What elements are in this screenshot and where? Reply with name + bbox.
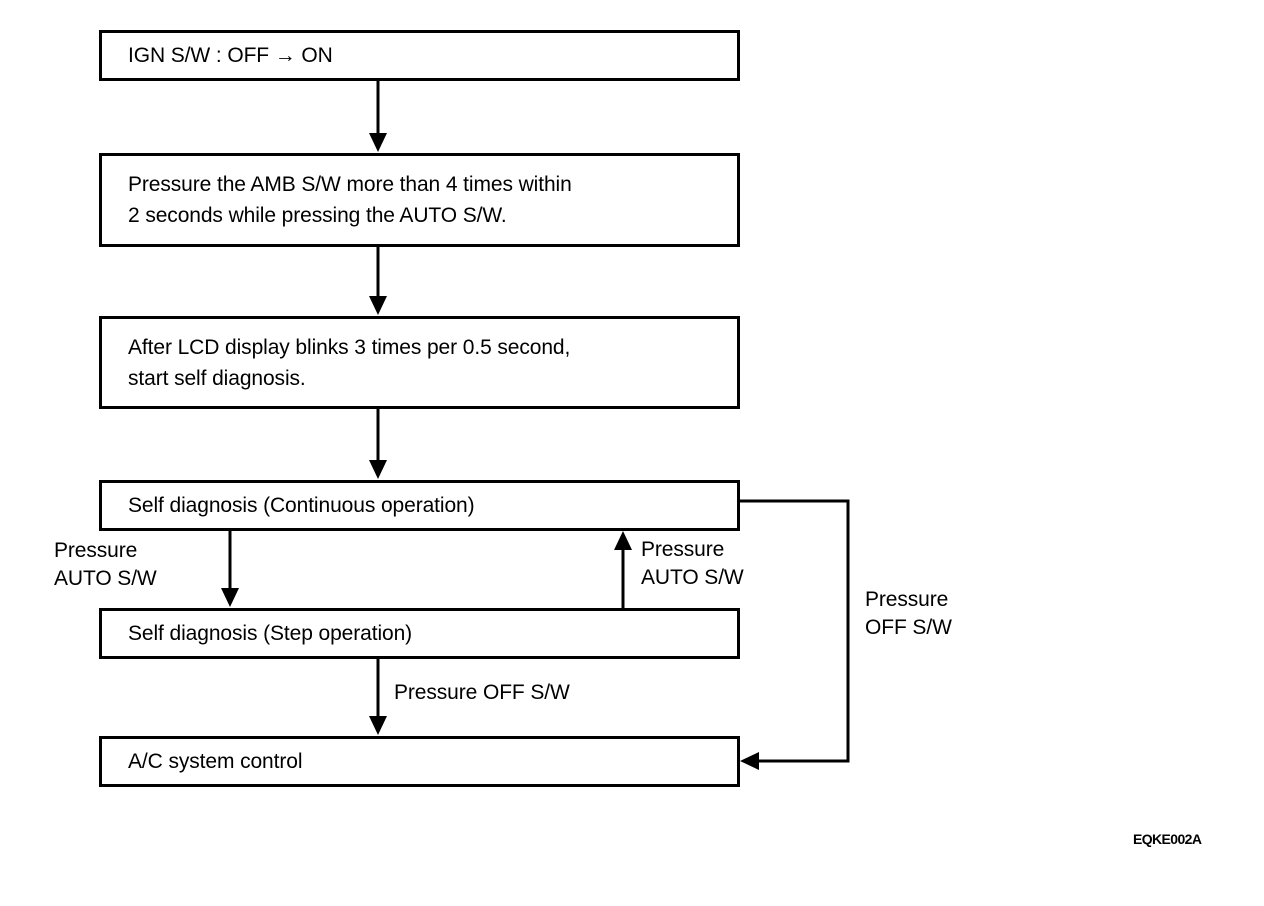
edge-label-left-auto: Pressure AUTO S/W <box>54 539 157 590</box>
arrowhead-step-to-ac <box>369 716 387 735</box>
edge-label-right-auto: Pressure AUTO S/W <box>641 538 744 589</box>
arrowhead-continuous-to-ac-loop <box>740 752 759 770</box>
node-ac-system-control[interactable]: A/C system control <box>99 736 740 787</box>
node-self-diagnosis-continuous-label: Self diagnosis (Continuous operation) <box>128 494 475 517</box>
connector-continuous-to-ac-loop <box>740 499 850 763</box>
edge-label-far-right-off: Pressure OFF S/W <box>865 588 952 639</box>
node-self-diagnosis-step[interactable]: Self diagnosis (Step operation) <box>99 608 740 659</box>
arrowhead-step-to-continuous <box>614 531 632 550</box>
edge-label-step-off: Pressure OFF S/W <box>394 681 570 704</box>
node-amb-label: Pressure the AMB S/W more than 4 times w… <box>128 173 572 227</box>
node-self-diagnosis-step-label: Self diagnosis (Step operation) <box>128 622 413 645</box>
node-ign[interactable]: IGN S/W : OFF → ON <box>99 30 740 81</box>
figure-code: EQKE002A <box>1133 831 1202 847</box>
arrowhead-continuous-to-step <box>221 588 239 607</box>
node-ac-system-control-label: A/C system control <box>128 750 303 773</box>
node-ign-label: IGN S/W : OFF → ON <box>128 44 333 67</box>
node-lcd-label: After LCD display blinks 3 times per 0.5… <box>128 335 571 390</box>
arrowhead-amb-to-lcd <box>369 296 387 315</box>
arrowhead-ign-to-amb <box>369 133 387 152</box>
arrowhead-lcd-to-continuous <box>369 460 387 479</box>
node-self-diagnosis-continuous[interactable]: Self diagnosis (Continuous operation) <box>99 480 740 531</box>
node-amb[interactable]: Pressure the AMB S/W more than 4 times w… <box>99 153 740 247</box>
node-lcd[interactable]: After LCD display blinks 3 times per 0.5… <box>99 316 740 409</box>
